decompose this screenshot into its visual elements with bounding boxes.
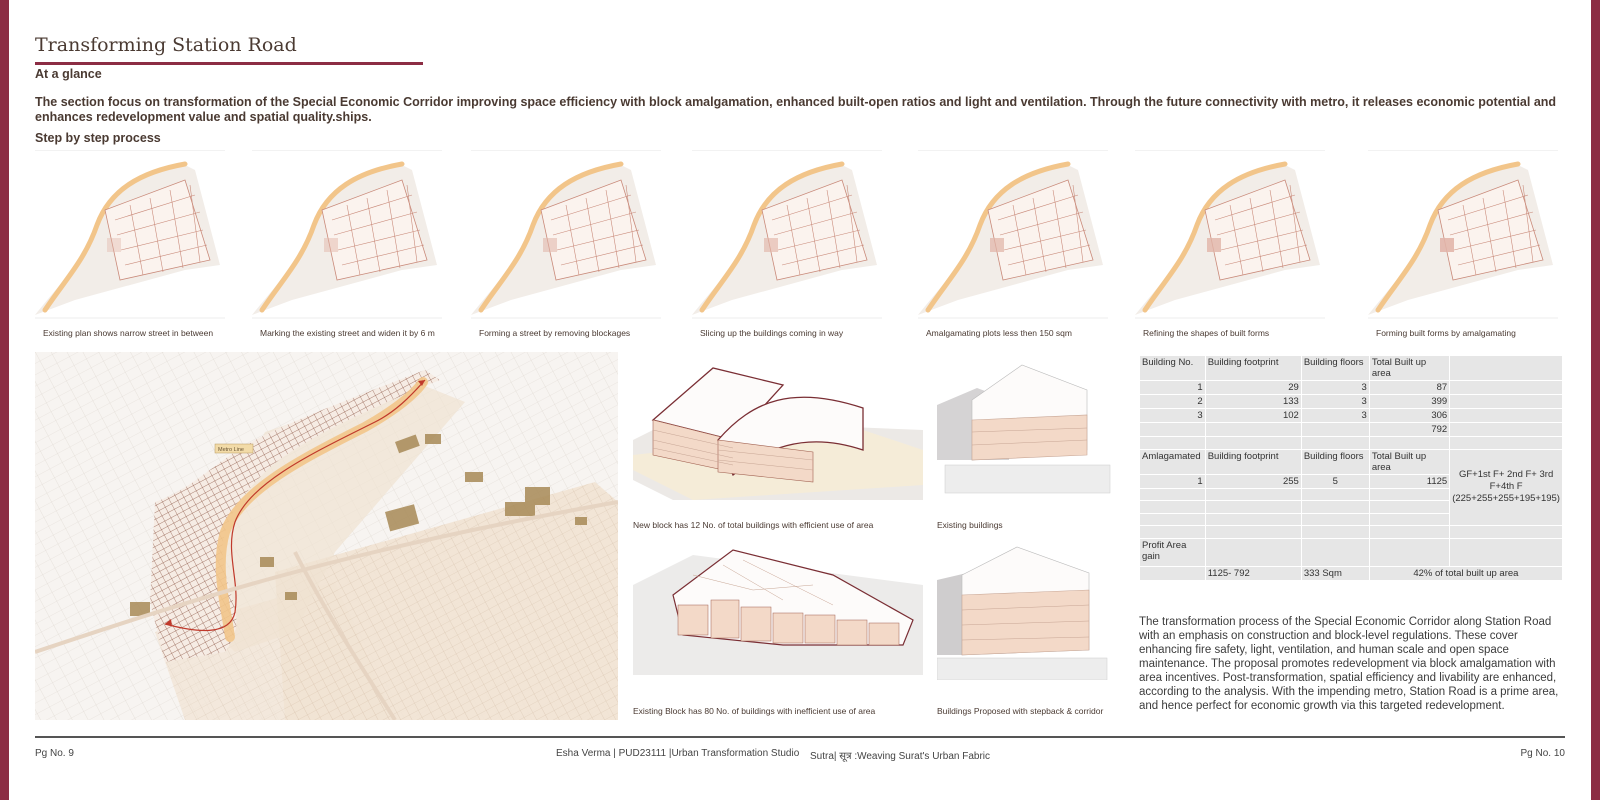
table-header-cell: Building floors — [1300, 355, 1370, 381]
existing-buildings-caption: Existing buildings — [937, 520, 1003, 530]
left-accent-bar — [0, 0, 9, 800]
new-block-drawing — [633, 367, 923, 500]
table-cell: 399 — [1368, 394, 1451, 409]
section-subtitle: At a glance — [35, 67, 102, 81]
new-block-isometric: New block has 12 No. of total buildings … — [633, 360, 923, 535]
table-header-cell: Building footprint — [1204, 448, 1302, 475]
page-title: Transforming Station Road — [35, 34, 297, 56]
step-caption: Existing plan shows narrow street in bet… — [43, 328, 214, 338]
corridor-map-drawing: Metro Line — [34, 352, 619, 722]
table-row: 2 133 3 399 — [1139, 394, 1563, 409]
profit-value: 333 Sqm — [1300, 565, 1370, 581]
table-cell: 133 — [1204, 394, 1302, 409]
step-2: Marking the existing street and widen it… — [252, 150, 442, 338]
existing-block-isometric: Existing Block has 80 No. of buildings w… — [633, 545, 923, 720]
profit-percentage: 42% of total built up area — [1368, 565, 1564, 581]
table-row: 1 29 3 87 — [1139, 380, 1563, 395]
corridor-map: Metro Line — [34, 352, 619, 722]
step-caption: Forming built forms by amalgamating — [1376, 328, 1516, 338]
step-caption: Forming a street by removing blockages — [479, 328, 631, 338]
intro-paragraph: The section focus on transformation of t… — [35, 95, 1557, 124]
step-plan-drawing — [1135, 150, 1325, 319]
right-accent-bar — [1591, 0, 1600, 800]
footer-page-left: Pg No. 9 — [35, 748, 74, 759]
table-header-cell: Building footprint — [1204, 355, 1302, 381]
table-cell: 1 — [1139, 473, 1206, 489]
footer-project: Sutra| सूत्र :Weaving Surat's Urban Fabr… — [810, 751, 991, 762]
footer-rule — [35, 736, 1565, 738]
step-4: Slicing up the buildings coming in way — [692, 150, 882, 338]
step-6: Refining the shapes of built forms — [1135, 150, 1325, 338]
table-row: 1 255 5 1125 — [1139, 473, 1563, 489]
table-cell: 3 — [1300, 380, 1370, 395]
step-caption: Amalgamating plots less then 150 sqm — [926, 328, 1072, 338]
existing-buildings-drawing — [937, 364, 1111, 494]
table-header-row: Building No. Building footprint Building… — [1139, 355, 1563, 381]
table-cell: 255 — [1204, 473, 1302, 489]
table-header-cell: Total Built up area — [1368, 448, 1451, 475]
profit-row: Profit Area gain — [1139, 537, 1563, 567]
table-cell: 29 — [1204, 380, 1302, 395]
profit-label: Profit Area gain — [1139, 537, 1206, 567]
table-cell: 2 — [1139, 394, 1206, 409]
proposed-buildings-drawing — [936, 546, 1108, 681]
step-plan-drawing — [35, 150, 225, 319]
step-7: Forming built forms by amalgamating — [1368, 150, 1558, 338]
proposed-buildings-isometric: Buildings Proposed with stepback & corri… — [936, 545, 1112, 720]
table-header-cell: Building No. — [1139, 355, 1206, 381]
step-plan-drawing — [471, 150, 661, 319]
proposed-buildings-caption: Buildings Proposed with stepback & corri… — [937, 706, 1104, 716]
table-cell: 3 — [1139, 408, 1206, 423]
table-cell: 102 — [1204, 408, 1302, 423]
table-header-row: Amlagamated Building footprint Building … — [1139, 448, 1563, 526]
title-underline — [35, 62, 423, 65]
metro-line-label: Metro Line — [218, 447, 244, 453]
existing-block-drawing — [633, 549, 923, 675]
step-3: Forming a street by removing blockages — [471, 150, 661, 338]
step-plan-drawing — [918, 150, 1108, 319]
table-cell: 306 — [1368, 408, 1451, 423]
footer-page-right: Pg No. 10 — [1520, 748, 1565, 759]
footer-author: Esha Verma | PUD23111 |Urban Transformat… — [556, 748, 800, 759]
table-cell: 3 — [1300, 394, 1370, 409]
profit-calc: 1125- 792 — [1204, 565, 1302, 581]
step-caption: Slicing up the buildings coming in way — [700, 328, 844, 338]
table-cell: 3 — [1300, 408, 1370, 423]
table-header-cell: Building floors — [1300, 448, 1370, 475]
step-1: Existing plan shows narrow street in bet… — [35, 150, 225, 338]
step-plan-drawing — [692, 150, 882, 319]
table-cell: 5 — [1300, 473, 1370, 489]
floor-breakdown-note: GF+1st F+ 2nd F+ 3rd F+4th F (225+255+25… — [1449, 448, 1563, 526]
table-header-cell: Amlagamated — [1139, 448, 1206, 475]
existing-block-caption: Existing Block has 80 No. of buildings w… — [633, 706, 876, 716]
steps-heading: Step by step process — [35, 131, 161, 145]
table-cell: 1125 — [1368, 473, 1451, 489]
step-plan-drawing — [1368, 150, 1558, 319]
existing-buildings-isometric: Existing buildings — [937, 360, 1112, 535]
profit-values-row: 1125- 792 333 Sqm 42% of total built up … — [1139, 565, 1564, 581]
area-table: Building No. Building footprint Building… — [1139, 355, 1564, 581]
table-total-cell: 792 — [1368, 422, 1451, 437]
table-cell: 1 — [1139, 380, 1206, 395]
step-caption: Refining the shapes of built forms — [1143, 328, 1270, 338]
step-5: Amalgamating plots less then 150 sqm — [918, 150, 1108, 338]
step-caption: Marking the existing street and widen it… — [260, 328, 435, 338]
table-header-cell: Total Built up area — [1368, 355, 1451, 381]
table-total-row: 792 — [1139, 422, 1563, 437]
new-block-caption: New block has 12 No. of total buildings … — [633, 520, 874, 530]
step-plan-drawing — [252, 150, 442, 319]
description-paragraph: The transformation process of the Specia… — [1139, 616, 1559, 712]
table-cell: 87 — [1368, 380, 1451, 395]
table-row: 3 102 3 306 — [1139, 408, 1563, 423]
